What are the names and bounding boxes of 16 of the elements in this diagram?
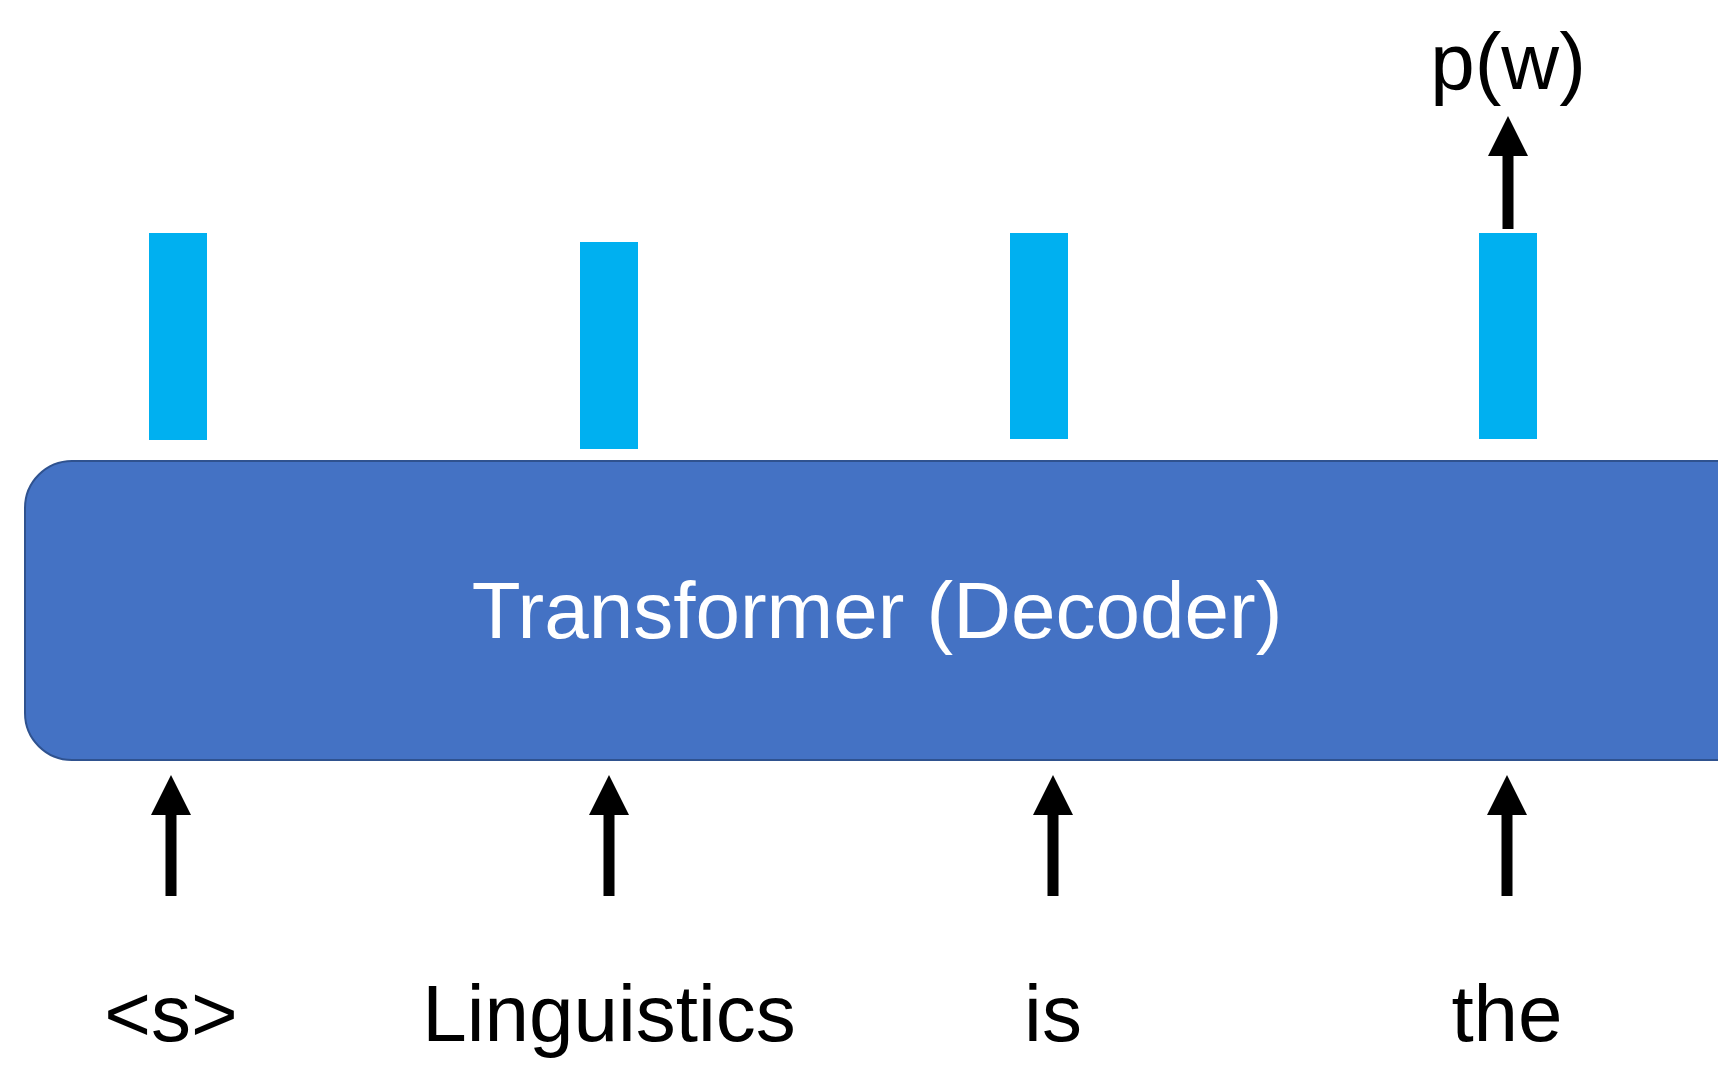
transformer-block (24, 460, 1718, 761)
input-token: the (1451, 970, 1563, 1058)
arrow (1033, 775, 1073, 896)
input-token: Linguistics (422, 970, 796, 1058)
input-token: is (1024, 970, 1082, 1058)
input-token: <s> (104, 970, 238, 1058)
arrow (589, 775, 629, 896)
arrow (151, 775, 191, 896)
arrow (1488, 116, 1528, 229)
vector-bar (149, 233, 207, 440)
vector-bar (1010, 233, 1068, 439)
vector-bar (1479, 233, 1537, 439)
block-label: Transformer (Decoder) (471, 566, 1283, 655)
arrow (1487, 775, 1527, 896)
output-label: p(w) (1430, 18, 1586, 106)
vector-bar (580, 242, 638, 449)
